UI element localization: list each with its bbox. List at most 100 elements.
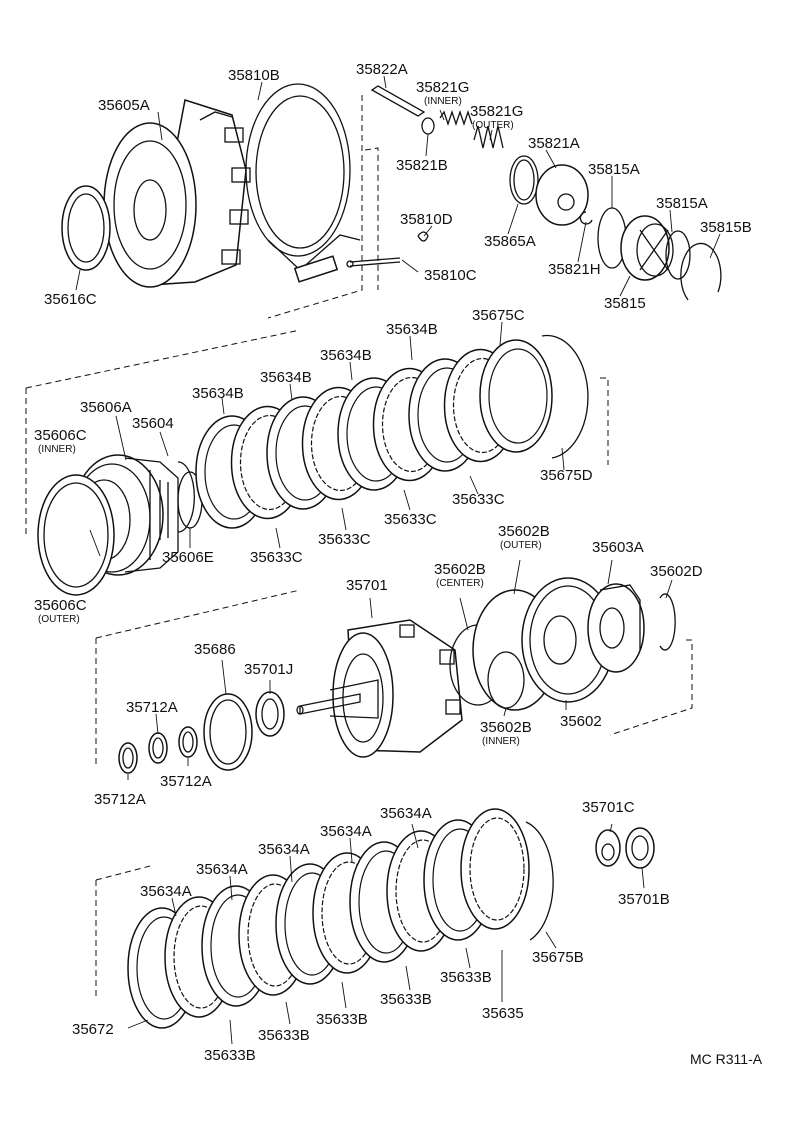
label-35634B-4: 35634B <box>192 385 244 402</box>
label-35821B: 35821B <box>396 157 448 174</box>
label-35633B-5: 35633B <box>204 1047 256 1064</box>
diagram-code: MC R311-A <box>690 1051 763 1067</box>
outer-seal-35606C <box>37 474 115 596</box>
group-outline-middle <box>25 329 609 535</box>
label-outer-note-2: (OUTER) <box>38 614 80 625</box>
label-35675B: 35675B <box>532 949 584 966</box>
label-35822A: 35822A <box>356 61 408 78</box>
clutch-pack-bottom <box>127 808 530 1029</box>
label-35634B-3: 35634B <box>260 369 312 386</box>
label-35701C: 35701C <box>582 799 635 816</box>
label-35815: 35815 <box>604 295 646 312</box>
label-35635: 35635 <box>482 1005 524 1022</box>
e-ring-35821H <box>579 211 593 225</box>
clutch-pack-middle <box>195 339 553 529</box>
label-35815A-2: 35815A <box>656 195 708 212</box>
brake-band-35810B <box>245 83 361 283</box>
label-35602B-center: 35602B <box>434 561 486 578</box>
label-35701B: 35701B <box>618 891 670 908</box>
label-35606A: 35606A <box>80 399 132 416</box>
group-outline-top <box>267 95 379 319</box>
label-inner-note-3: (INNER) <box>482 736 520 747</box>
label-35633B-1: 35633B <box>440 969 492 986</box>
clip-35810D <box>417 231 429 242</box>
label-35633B-4: 35633B <box>258 1027 310 1044</box>
label-35810B: 35810B <box>228 67 280 84</box>
snap-ring-35815B <box>680 242 722 301</box>
snap-ring-35602D <box>659 593 676 651</box>
anchor-pin-35810C <box>346 257 401 268</box>
label-35686: 35686 <box>194 641 236 658</box>
label-inner-note-1: (INNER) <box>424 96 462 107</box>
label-35602B-outer: 35602B <box>498 523 550 540</box>
bottom-clutch-plate-10 <box>460 808 530 930</box>
washer-35712A-2 <box>148 732 168 764</box>
label-35633B-3: 35633B <box>316 1011 368 1028</box>
label-35634A-5: 35634A <box>140 883 192 900</box>
label-35606C-inner: 35606C <box>34 427 87 444</box>
spring-retainer-35604 <box>177 461 195 533</box>
label-inner-note-2: (INNER) <box>38 444 76 455</box>
label-35675D: 35675D <box>540 467 593 484</box>
label-35616C: 35616C <box>44 291 97 308</box>
servo-cover-35815 <box>620 215 674 281</box>
servo-pin-35822A <box>370 85 426 117</box>
thrust-bearing-35701J <box>255 691 285 737</box>
label-35634A-1: 35634A <box>380 805 432 822</box>
label-35633B-2: 35633B <box>380 991 432 1008</box>
label-35633C-3: 35633C <box>318 531 371 548</box>
label-35602B-inner: 35602B <box>480 719 532 736</box>
label-35701J: 35701J <box>244 661 293 678</box>
label-center-note: (CENTER) <box>436 578 484 589</box>
label-35815A-1: 35815A <box>588 161 640 178</box>
snap-ring-35675D <box>541 334 589 459</box>
label-35634A-2: 35634A <box>320 823 372 840</box>
label-35810D: 35810D <box>400 211 453 228</box>
group-outline-center <box>95 589 693 768</box>
label-35712A-1: 35712A <box>126 699 178 716</box>
label-35821H: 35821H <box>548 261 601 278</box>
label-35633C-2: 35633C <box>384 511 437 528</box>
label-35633C-4: 35633C <box>250 549 303 566</box>
label-35865A: 35865A <box>484 233 536 250</box>
label-35821A: 35821A <box>528 135 580 152</box>
label-35810C: 35810C <box>424 267 477 284</box>
label-35712A-2: 35712A <box>160 773 212 790</box>
washer-35712A-3 <box>118 742 138 774</box>
label-35634A-4: 35634A <box>196 861 248 878</box>
outer-spring-35821G <box>473 125 504 149</box>
thrust-bearing-35701B <box>625 827 655 869</box>
label-35675C: 35675C <box>472 307 525 324</box>
snap-ring-35675B <box>525 821 554 941</box>
label-35602: 35602 <box>560 713 602 730</box>
middle-clutch-plate-9 <box>479 339 553 453</box>
spring-seat-35821B <box>421 117 435 135</box>
seal-ring-35865A <box>509 155 539 205</box>
washer-35712A-1 <box>178 726 198 758</box>
label-35701: 35701 <box>346 577 388 594</box>
clutch-drum-35701 <box>332 619 463 758</box>
label-35634B-1: 35634B <box>386 321 438 338</box>
label-35603A: 35603A <box>592 539 644 556</box>
bearing-race-35701C <box>595 829 621 867</box>
label-35634B-2: 35634B <box>320 347 372 364</box>
label-35821G-outer: 35821G <box>470 103 523 120</box>
leader-lines <box>75 75 721 1045</box>
label-35634A-3: 35634A <box>258 841 310 858</box>
thrust-washer-35686 <box>203 693 253 771</box>
label-35606C-outer: 35606C <box>34 597 87 614</box>
label-35672: 35672 <box>72 1021 114 1038</box>
label-outer-note-3: (OUTER) <box>500 540 542 551</box>
brake-drum-35605A <box>103 99 251 288</box>
label-35604: 35604 <box>132 415 174 432</box>
label-35821G-inner: 35821G <box>416 79 469 96</box>
o-ring-35815A <box>665 230 691 280</box>
thrust-washer-35616C <box>61 185 111 271</box>
label-35602D: 35602D <box>650 563 703 580</box>
label-outer-note-1: (OUTER) <box>472 120 514 131</box>
label-35712A-3: 35712A <box>94 791 146 808</box>
inner-spring-35821G <box>439 109 473 127</box>
label-35606E: 35606E <box>162 549 214 566</box>
label-35815B: 35815B <box>700 219 752 236</box>
